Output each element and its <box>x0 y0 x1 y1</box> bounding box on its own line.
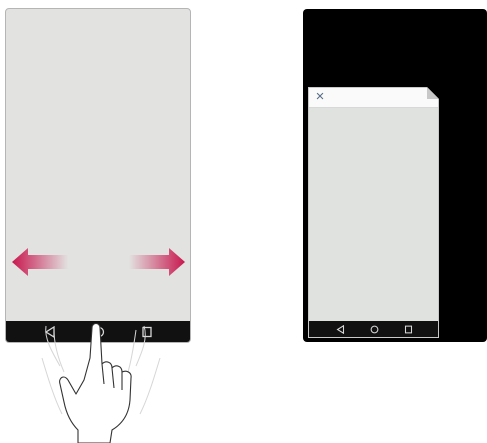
mini-recents-button[interactable] <box>397 321 419 337</box>
back-icon <box>336 325 345 334</box>
close-icon[interactable]: × <box>313 89 327 105</box>
arrow-left-icon <box>12 246 68 278</box>
mini-view-titlebar[interactable]: × <box>309 88 438 108</box>
mini-home-button[interactable] <box>363 321 385 337</box>
home-icon <box>370 325 379 334</box>
swipe-hand-illustration <box>40 318 170 443</box>
fold-corner-icon <box>427 87 439 99</box>
mini-view-window[interactable]: × <box>308 87 439 338</box>
mini-navigation-bar <box>309 321 438 337</box>
phone-screen-left <box>5 8 191 343</box>
recents-icon <box>404 325 413 334</box>
mini-back-button[interactable] <box>329 321 351 337</box>
phone-screen-right: × <box>303 9 487 342</box>
arrow-right-icon <box>129 246 185 278</box>
